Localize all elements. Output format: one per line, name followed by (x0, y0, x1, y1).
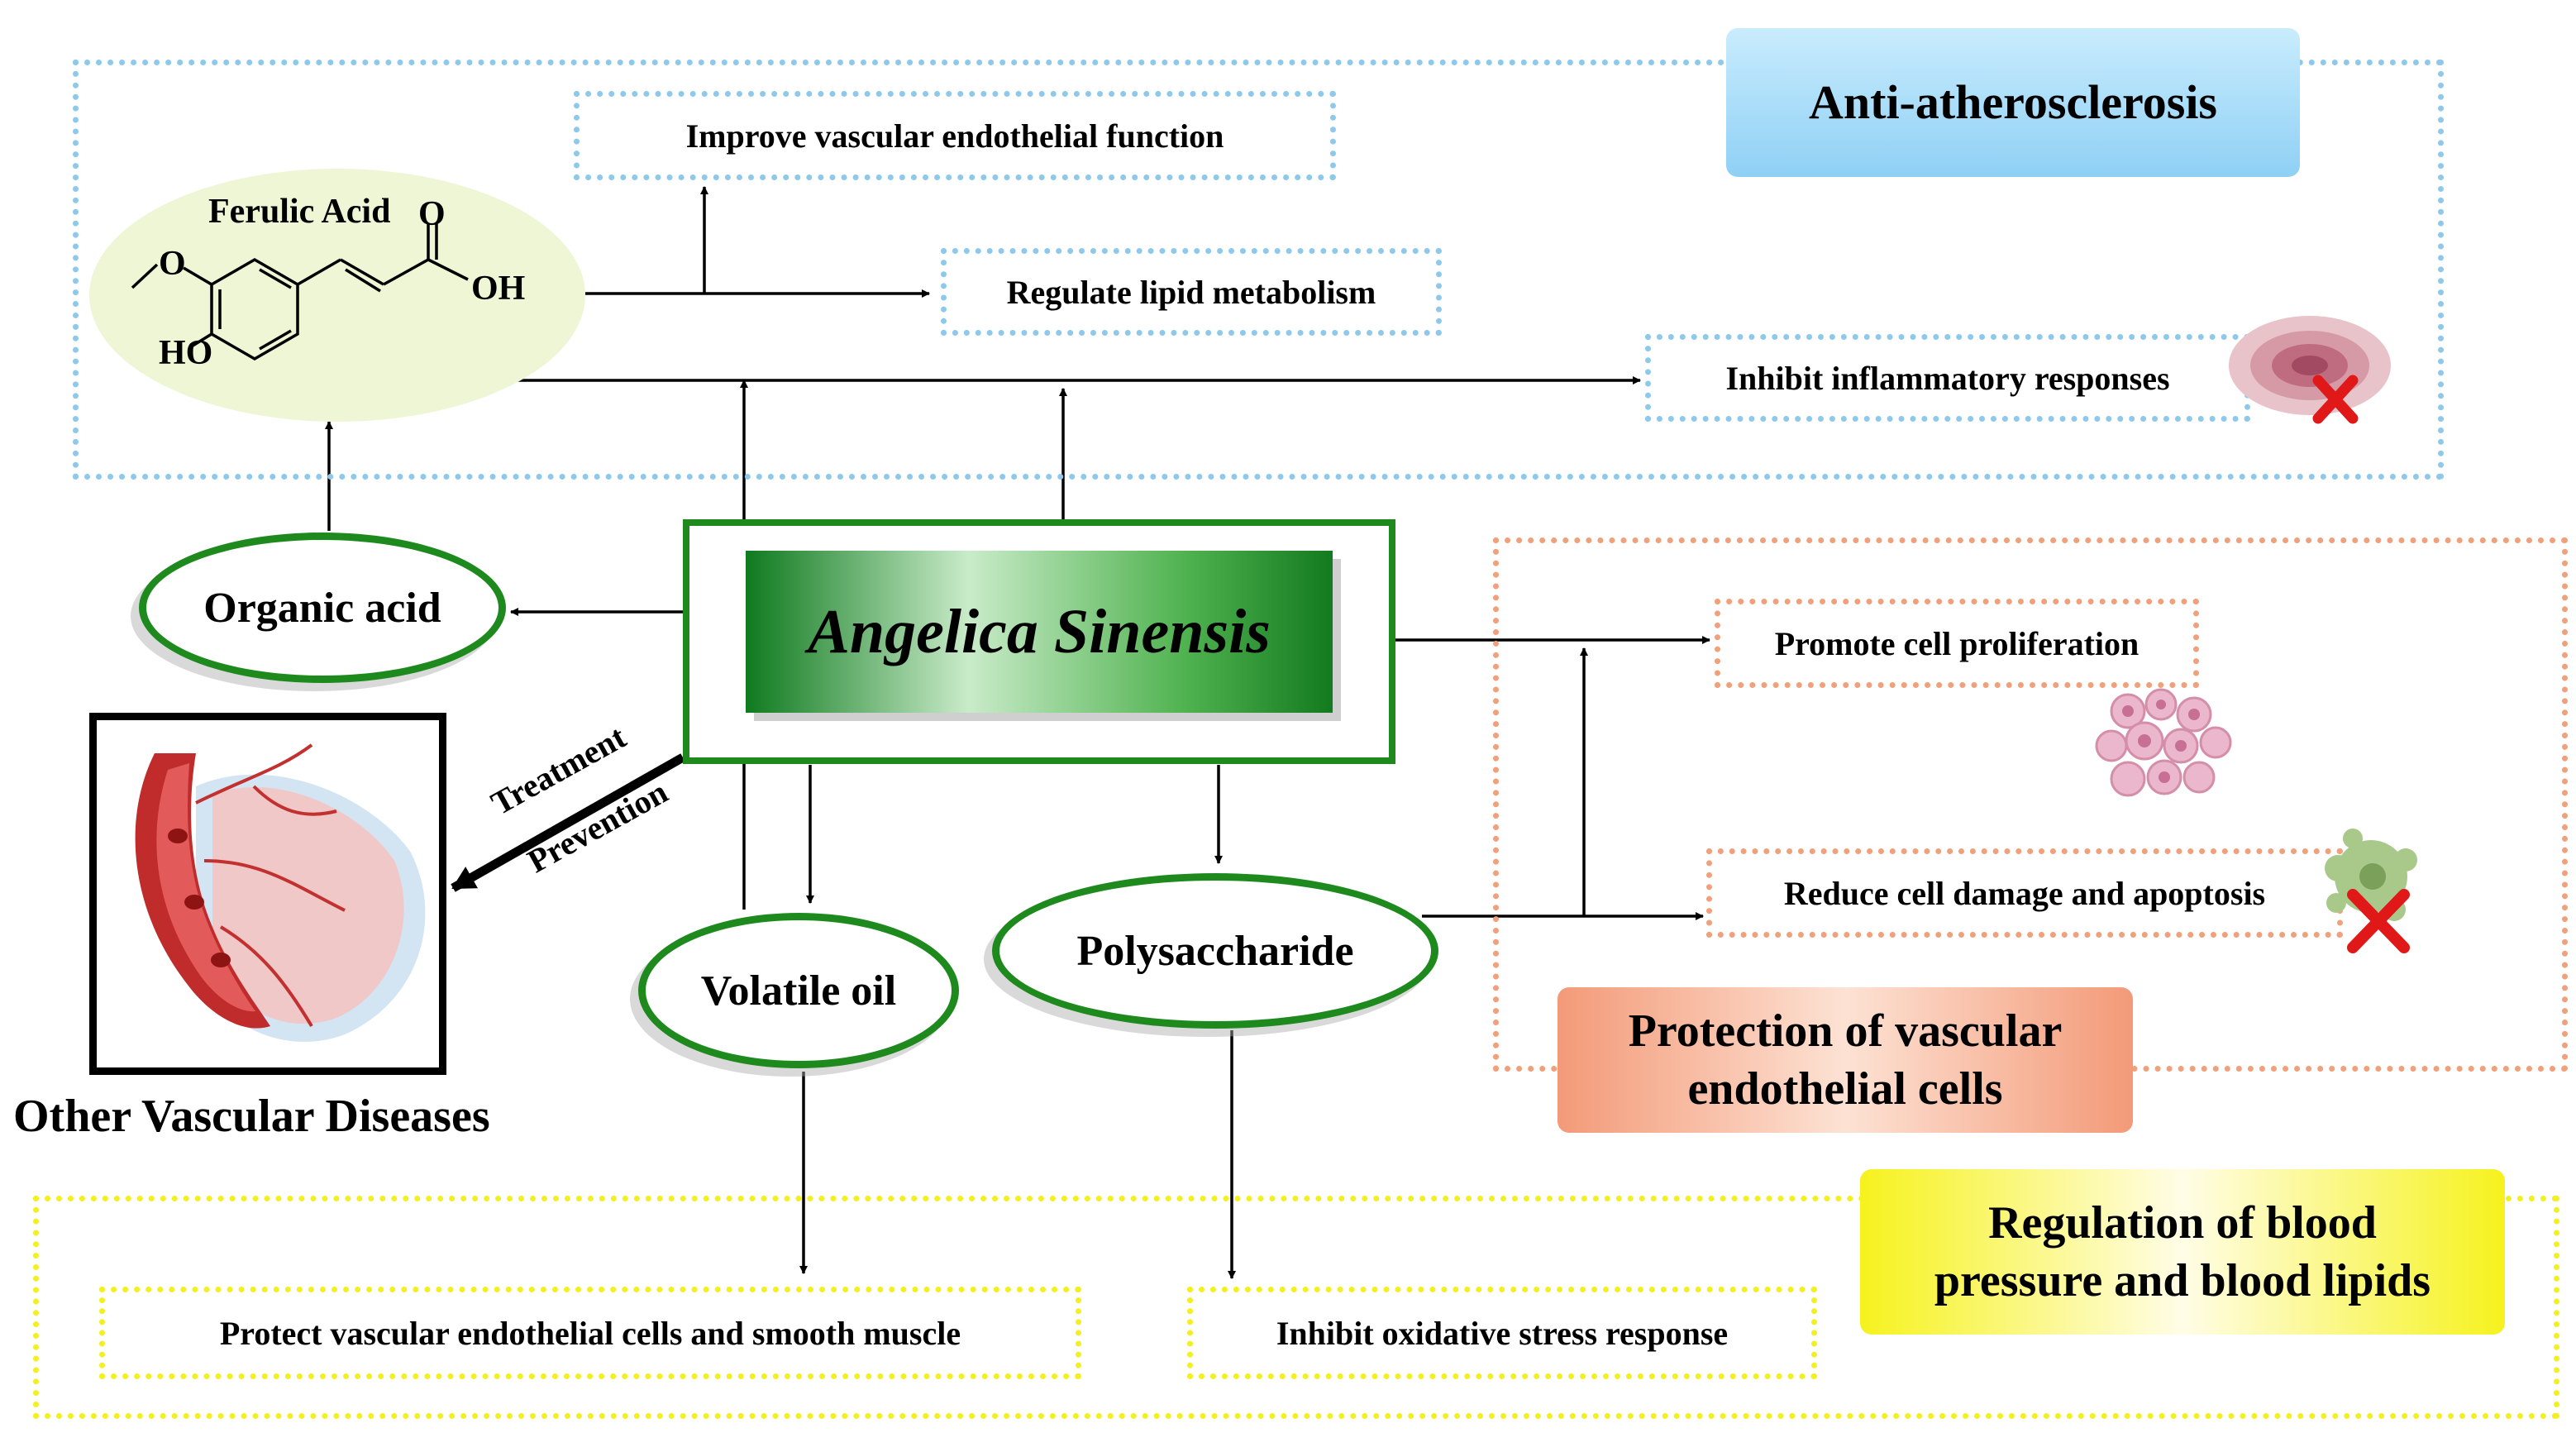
ferulic-atom-oh: OH (471, 270, 525, 308)
blood-region (33, 1196, 2559, 1419)
ferulic-acid-structure: O OH O HO (131, 195, 525, 372)
effect-inflammation-text: Inhibit inflammatory responses (1725, 359, 2170, 397)
effect-lipid-metabolism-text: Regulate lipid metabolism (1006, 273, 1376, 311)
ferulic-acid-name: Ferulic Acid (208, 193, 391, 231)
endothelial-title-line2: endothelial cells (1687, 1063, 2003, 1115)
ferulic-acid-node (89, 169, 585, 422)
blood-title-line1: Regulation of blood (1988, 1197, 2377, 1249)
blood-title-line2: pressure and blood lipids (1934, 1255, 2431, 1306)
endothelial-title: Protection of vascular endothelial cells (1558, 987, 2133, 1133)
effect-inflammation: Inhibit inflammatory responses (1645, 334, 2250, 422)
effect-oxidative-stress: Inhibit oxidative stress response (1187, 1287, 1817, 1379)
effect-lipid-metabolism: Regulate lipid metabolism (941, 248, 1442, 336)
polysaccharide-label: Polysaccharide (1076, 927, 1354, 975)
effect-smooth-muscle: Protect vascular endothelial cells and s… (99, 1287, 1081, 1379)
volatile-oil-node: Volatile oil (638, 913, 959, 1068)
organic-acid-node: Organic acid (139, 532, 506, 683)
effect-endothelial-function-text: Improve vascular endothelial function (685, 117, 1224, 155)
cell-cluster-icon (2095, 688, 2232, 797)
angelica-sinensis-label: Angelica Sinensis (808, 596, 1271, 666)
anti-atherosclerosis-title-text: Anti-atherosclerosis (1808, 74, 2218, 129)
volatile-oil-label: Volatile oil (700, 967, 897, 1015)
blood-title: Regulation of blood pressure and blood l… (1860, 1169, 2505, 1335)
angelica-sinensis-node: Angelica Sinensis (746, 551, 1333, 713)
other-vascular-diseases-label: Other Vascular Diseases (13, 1091, 490, 1142)
endothelial-title-line1: Protection of vascular (1628, 1005, 2063, 1057)
ferulic-atom-o-methoxy: O (159, 245, 186, 283)
effect-proliferation: Promote cell proliferation (1715, 599, 2199, 688)
effect-endothelial-function: Improve vascular endothelial function (574, 91, 1336, 180)
effect-apoptosis-text: Reduce cell damage and apoptosis (1783, 874, 2266, 912)
polysaccharide-node: Polysaccharide (992, 873, 1438, 1029)
effect-apoptosis: Reduce cell damage and apoptosis (1706, 848, 2343, 938)
ferulic-atom-o-carbonyl: O (418, 195, 446, 233)
ferulic-atom-ho: HO (159, 334, 212, 372)
effect-smooth-muscle-text: Protect vascular endothelial cells and s… (219, 1314, 961, 1352)
organic-acid-label: Organic acid (203, 584, 441, 632)
inflamed-lesion-icon (2229, 316, 2391, 424)
arrow-treatment-prevention (451, 753, 685, 892)
anti-atherosclerosis-title: Anti-atherosclerosis (1726, 28, 2300, 177)
blood-vessel-icon (135, 743, 426, 1042)
effect-proliferation-text: Promote cell proliferation (1774, 624, 2140, 662)
anti-atherosclerosis-region (73, 60, 2444, 480)
vascular-disease-image (89, 713, 446, 1075)
effect-oxidative-stress-text: Inhibit oxidative stress response (1276, 1314, 1729, 1352)
damaged-cell-icon (2325, 829, 2417, 953)
